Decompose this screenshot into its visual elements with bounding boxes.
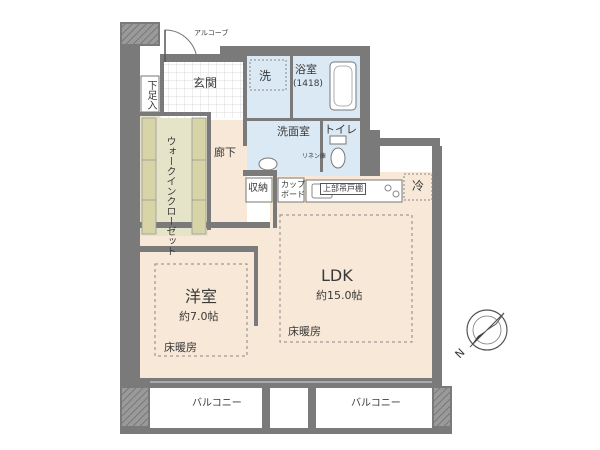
- ldk-area-label: 約15.0帖: [316, 289, 363, 302]
- walk-in-closet-label: ウォークインクローゼット: [164, 136, 175, 256]
- fridge-space: [403, 173, 433, 201]
- balcony-right-label: バルコニー: [351, 398, 401, 409]
- ldk-name-label: LDK: [321, 266, 353, 285]
- walk-in-closet-shelves: [141, 117, 207, 235]
- western-room-heating-label: 床暖房: [164, 341, 197, 354]
- toilet-fixture: [330, 147, 346, 169]
- ldk-heating-label: 床暖房: [288, 325, 321, 338]
- storage-cabinet: [245, 177, 273, 203]
- western-room-floor: [140, 252, 258, 380]
- corridor-label: 廊下: [214, 146, 236, 159]
- western-room-name-label: 洋室: [185, 287, 218, 306]
- pillar-bottom-right: [434, 388, 450, 426]
- washer-space: [249, 59, 287, 91]
- compass-icon: [466, 309, 508, 351]
- balcony-left-label: バルコニー: [192, 398, 242, 409]
- shoe-storage-label: 下足入: [145, 80, 156, 110]
- shoe-storage-shelf: [140, 75, 160, 113]
- storage-label: 収納: [248, 183, 268, 194]
- entrance-floor: [160, 62, 246, 118]
- cupboard: [277, 177, 305, 203]
- upper-cabinet-label: 上部吊戸棚: [320, 183, 366, 195]
- linen-closet-label: リネン庫: [302, 153, 327, 160]
- bathroom-label: 浴室: [295, 63, 317, 76]
- alcove-label: アルコーブ: [194, 29, 229, 37]
- pillar-bottom-left: [122, 388, 148, 426]
- washroom-label: 洗面室: [277, 125, 310, 138]
- western-floor-heating-area: [154, 263, 248, 357]
- laundry-floor: [247, 56, 290, 120]
- cupboard-label-line1: カップ: [281, 180, 305, 189]
- entrance-door: [164, 29, 198, 63]
- western-room-area-label: 約7.0帖: [179, 310, 219, 323]
- toilet-label: トイレ: [324, 123, 357, 136]
- pillar-top-left: [122, 24, 158, 44]
- fridge-label: 冷: [412, 179, 425, 193]
- corridor-floor: [207, 120, 247, 230]
- wash-basin: [258, 157, 278, 171]
- entrance-label: 玄関: [193, 76, 218, 90]
- bathtub: [329, 61, 357, 111]
- washer-label: 洗: [259, 69, 272, 83]
- balcony-floor: [150, 388, 432, 428]
- bathroom-size-label: (1418): [293, 79, 323, 89]
- cupboard-label-line2: ボード: [281, 190, 305, 199]
- ldk-floor-heating-area: [279, 214, 413, 343]
